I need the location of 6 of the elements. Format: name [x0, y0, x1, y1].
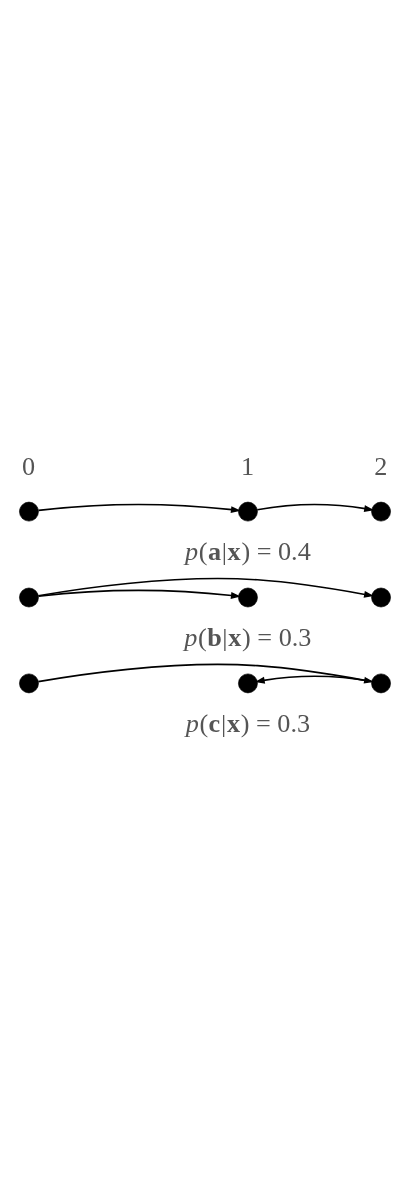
- label: p(b|x) = 0.3: [184, 623, 312, 653]
- label: p(a|x) = 0.4: [185, 537, 311, 567]
- label: 1: [241, 452, 255, 482]
- label: 2: [374, 452, 388, 482]
- label: p(c|x) = 0.3: [185, 709, 311, 739]
- label: 0: [22, 452, 36, 482]
